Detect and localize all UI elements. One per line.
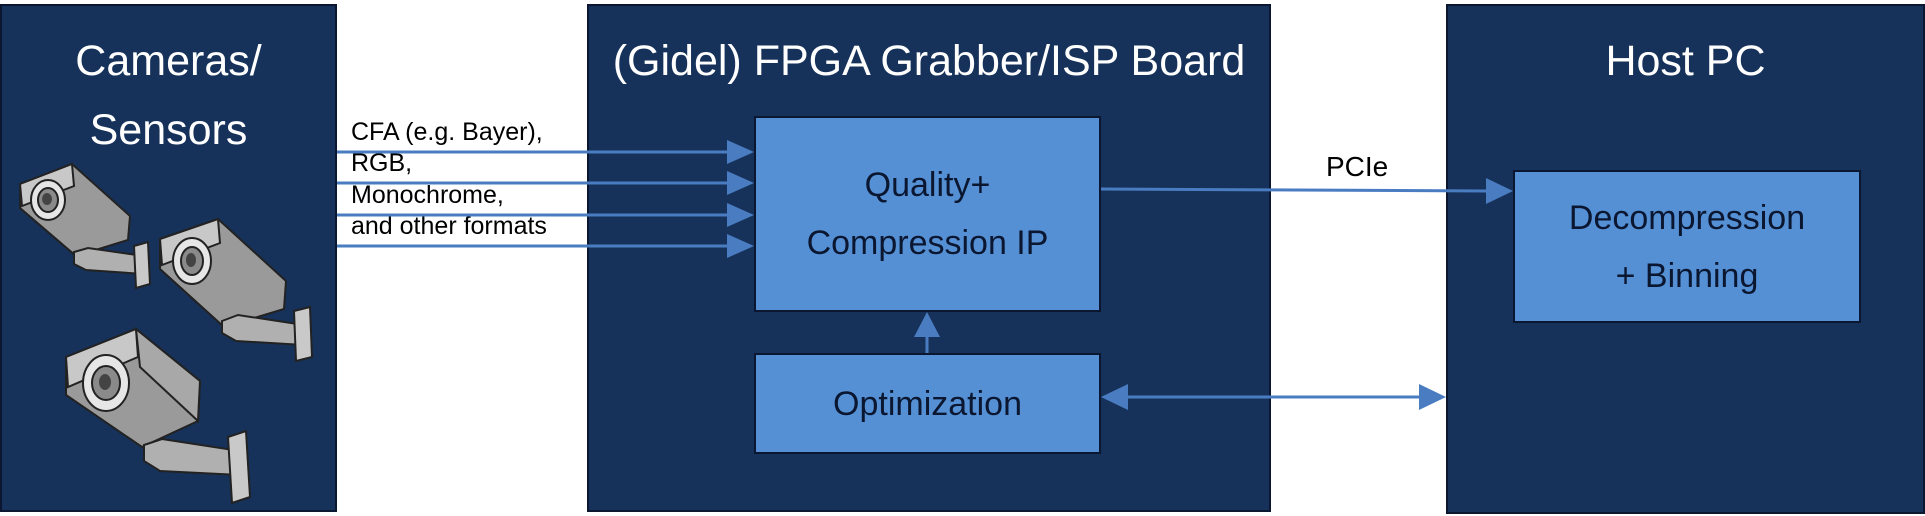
input-format-label-2: RGB, [351,149,413,177]
optimization-box: Optimization [754,353,1101,454]
cameras-panel-title-line1: Cameras/ [75,37,262,85]
input-format-label-1: CFA (e.g. Bayer), [351,118,543,146]
quality-compression-line1: Quality+ [864,166,991,204]
security-camera-icon [158,217,314,363]
cameras-panel: Cameras/ Sensors [0,4,337,512]
fpga-board-title: (Gidel) FPGA Grabber/ISP Board [612,37,1246,85]
input-format-label-4: and other formats [351,212,547,240]
cameras-panel-title-line2: Sensors [89,106,248,154]
decompression-line1: Decompression [1568,198,1806,237]
pcie-label: PCIe [1326,151,1389,182]
security-camera-icon [18,162,152,290]
optimization-host-arrowhead-right [1419,384,1446,410]
quality-compression-box: Quality+ Compression IP [754,116,1101,312]
host-pc-title: Host PC [1605,37,1766,85]
decompression-line2: + Binning [1615,256,1759,295]
security-camera-icon [64,326,252,505]
optimization-label: Optimization [833,384,1022,423]
decompression-binning-box: Decompression + Binning [1513,170,1861,323]
input-format-label-3: Monochrome, [351,181,504,209]
quality-compression-line2: Compression IP [806,224,1049,262]
